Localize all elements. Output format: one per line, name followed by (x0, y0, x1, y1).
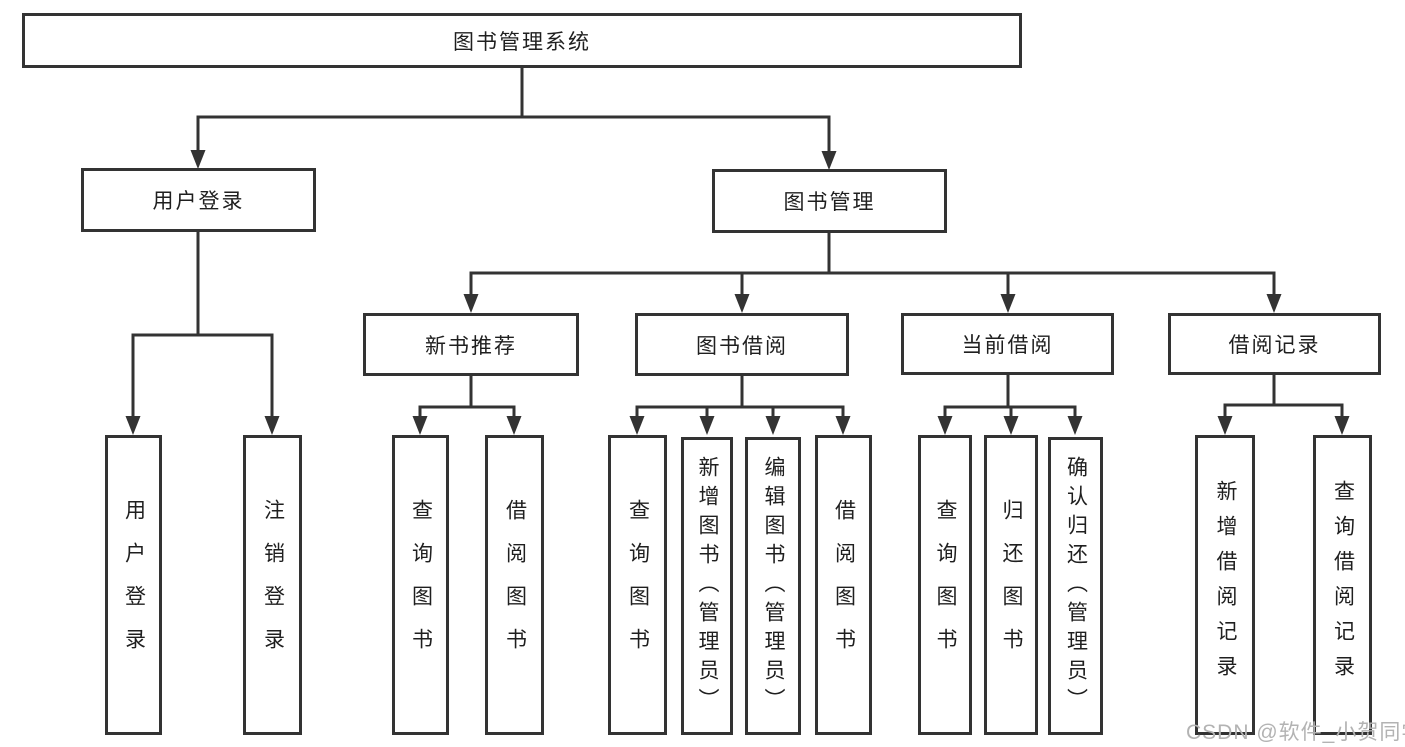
leaf-edit-book-admin: 编辑图书（管理员） (745, 437, 801, 735)
node-borrow-records: 借阅记录 (1168, 313, 1381, 375)
leaf-add-book-admin: 新增图书（管理员） (681, 437, 733, 735)
leaf-user-login: 用户登录 (105, 435, 162, 735)
connector-book-borrow (635, 376, 845, 418)
leaf-logout: 注销登录 (243, 435, 302, 735)
leaf-query-borrow-record: 查询借阅记录 (1313, 435, 1372, 735)
leaf-return-book: 归还图书 (984, 435, 1038, 735)
connector-root (196, 68, 831, 153)
leaf-add-borrow-record: 新增借阅记录 (1195, 435, 1255, 735)
node-root: 图书管理系统 (22, 13, 1022, 68)
node-user-login: 用户登录 (81, 168, 316, 232)
leaf-borrow-book: 借阅图书 (815, 435, 872, 735)
leaf-borrow-book-recommend: 借阅图书 (485, 435, 544, 735)
leaf-confirm-return-admin: 确认归还（管理员） (1048, 437, 1103, 735)
node-new-book-recommend: 新书推荐 (363, 313, 579, 376)
node-current-borrow: 当前借阅 (901, 313, 1114, 375)
connector-new-book-recommend (418, 376, 516, 418)
leaf-query-book-current: 查询图书 (918, 435, 972, 735)
connector-book-management (469, 233, 1276, 296)
arrowheads (125, 150, 1350, 435)
leaf-query-book-borrow: 查询图书 (608, 435, 667, 735)
connector-user-login (131, 232, 274, 418)
csdn-watermark: CSDN @软件_小贺同学 (1186, 721, 1405, 744)
connector-current-borrow (943, 375, 1077, 418)
connector-borrow-records (1223, 375, 1344, 418)
leaf-query-book-recommend: 查询图书 (392, 435, 449, 735)
node-book-borrow: 图书借阅 (635, 313, 849, 376)
node-book-management: 图书管理 (712, 169, 947, 233)
